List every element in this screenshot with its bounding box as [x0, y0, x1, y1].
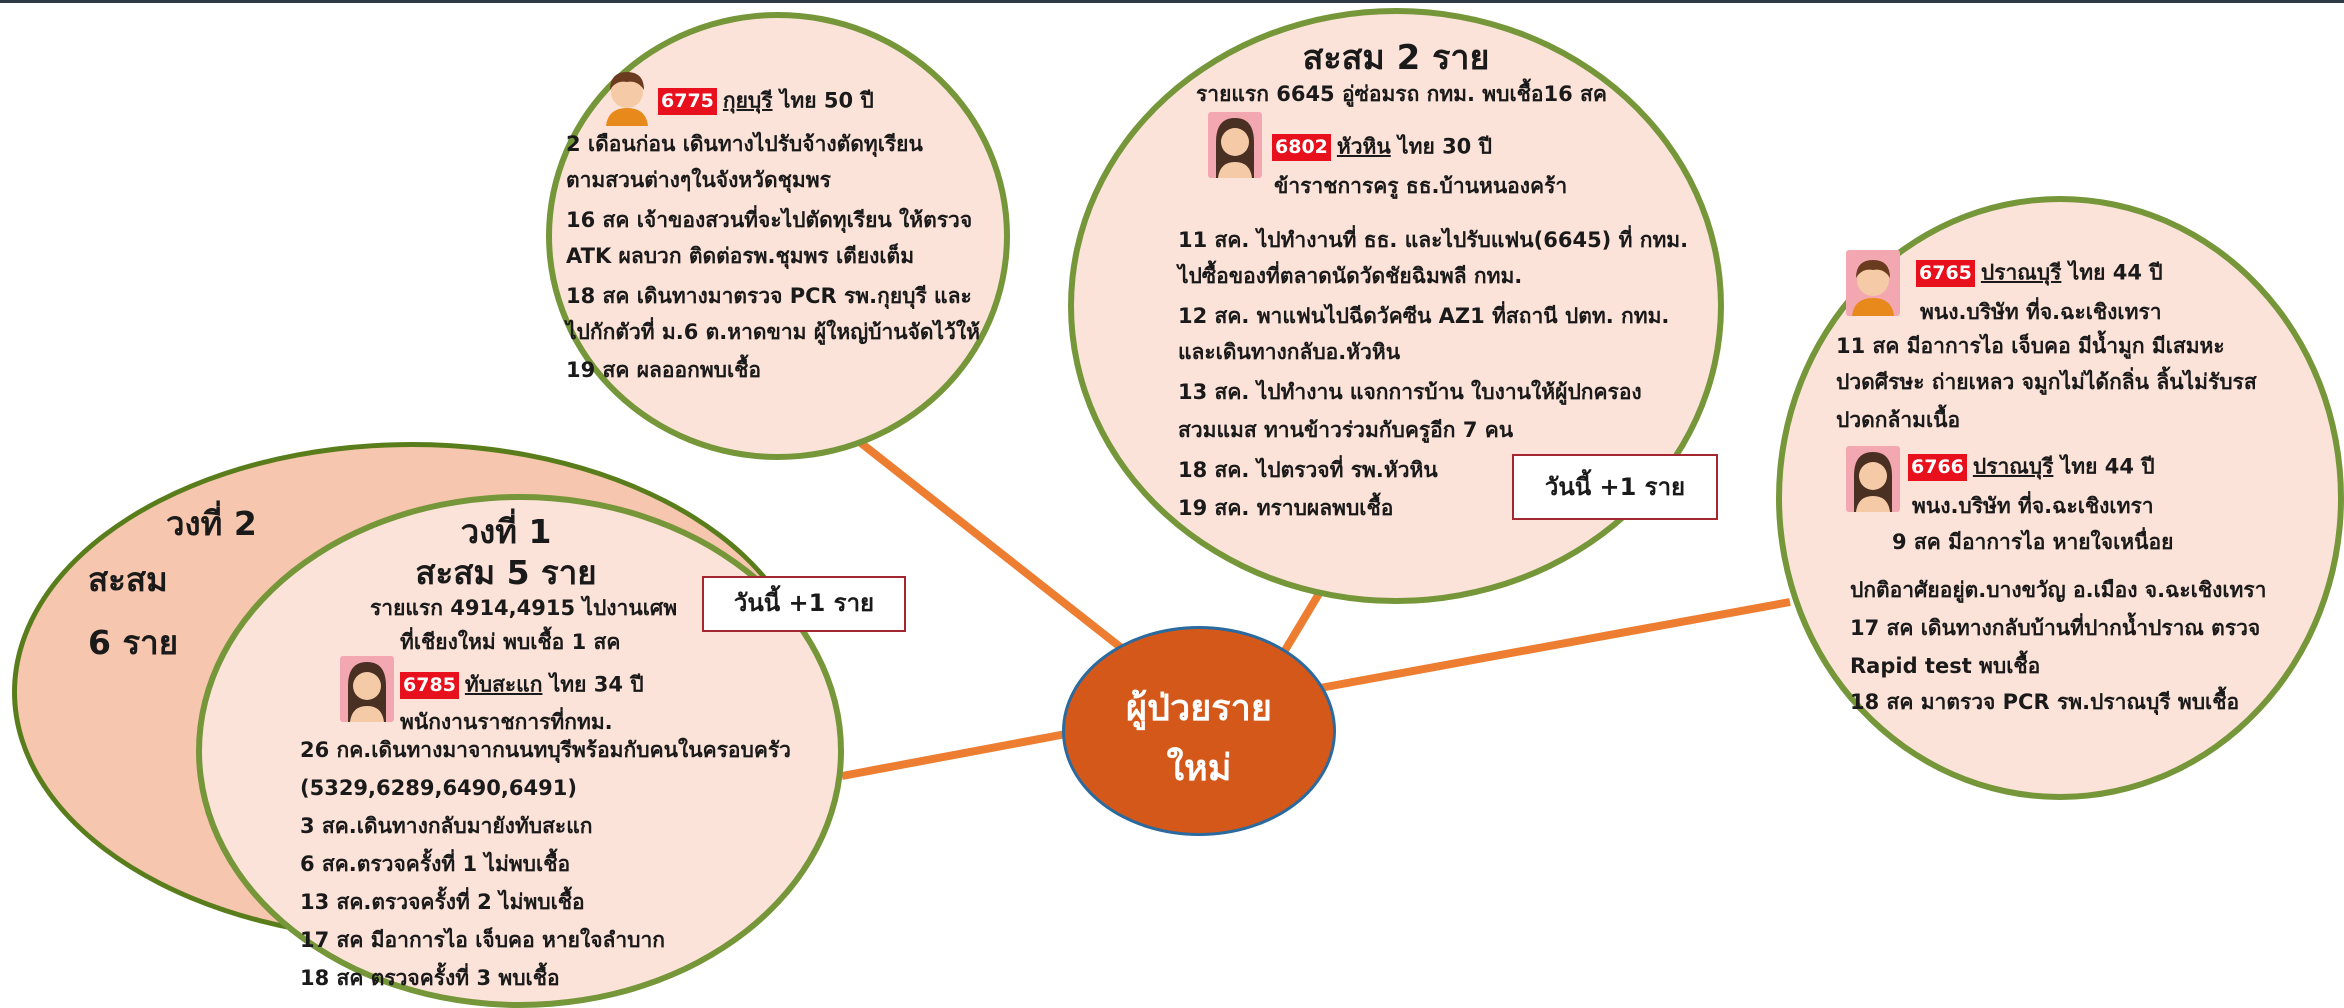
huahin-case-id: 6802 [1272, 134, 1331, 161]
ring1-first-case-line1: รายแรก 4914,4915 ไปงานเศพ [370, 596, 678, 620]
huahin-title: สะสม 2 ราย [1302, 38, 1490, 78]
ring1-subtitle: สะสม 5 ราย [415, 553, 597, 592]
huahin-line-4: 13 สค. ไปทำงาน แจกการบ้าน ใบงานให้ผู้ปกค… [1178, 380, 1642, 404]
huahin-line-1: ไปซื้อของที่ตลาดนัดวัดชัยฉิมพลี กทม. [1178, 264, 1523, 288]
pranburi-case1-line-2: ปวดกล้ามเนื้อ [1836, 408, 1961, 432]
ring1-timeline-4: 13 สค.ตรวจครั้งที่ 2 ไม่พบเชื้อ [300, 890, 585, 914]
pranburi-case2-line-2: 17 สค เดินทางกลับบ้านที่ปากน้ำปราณ ตรวจ [1850, 616, 2261, 640]
huahin-first-case: รายแรก 6645 อู่ซ่อมรถ กทม. พบเชื้อ16 สค [1196, 82, 1607, 106]
male-avatar-icon [1846, 250, 1900, 316]
female-avatar-icon [340, 656, 394, 722]
center-node-new-patients: ผู้ป่วยราย ใหม่ [1062, 626, 1336, 836]
kuiburi-line-2: 16 สค เจ้าของสวนที่จะไปตัดทุเรียน ให้ตรว… [566, 208, 973, 232]
ring1-timeline-6: 18 สค ตรวจครั้งที่ 3 พบเชื้อ [300, 966, 560, 990]
huahin-line-6: 18 สค. ไปตรวจที่ รพ.หัวหิน [1178, 458, 1438, 482]
huahin-line-7: 19 สค. ทราบผลพบเชื้อ [1178, 496, 1394, 520]
kuiburi-line-4: 18 สค เดินทางมาตรวจ PCR รพ.กุยบุรี และ [566, 284, 972, 308]
ring1-timeline-1: (5329,6289,6490,6491) [300, 776, 577, 800]
pranburi-case2-info: ไทย 44 ปี [2060, 454, 2155, 479]
pranburi-case1-job: พนง.บริษัท ที่จ.ฉะเชิงเทรา [1920, 300, 2162, 324]
ring1-case-info: ไทย 34 ปี [549, 672, 644, 697]
ring1-first-case-line2: ที่เชียงใหม่ พบเชื้อ 1 สค [400, 630, 621, 654]
kuiburi-case-info: ไทย 50 ปี [779, 88, 874, 113]
huahin-line-5: สวมแมส ทานข้าวร่วมกับครูอีก 7 คน [1178, 418, 1514, 442]
ring1-timeline-5: 17 สค มีอาการไอ เจ็บคอ หายใจลำบาก [300, 928, 666, 952]
pranburi-case1-name: ปราณบุรี [1980, 260, 2062, 285]
pranburi-case2-job: พนง.บริษัท ที่จ.ฉะเชิงเทรา [1912, 494, 2154, 518]
huahin-line-3: และเดินทางกลับอ.หัวหิน [1178, 340, 1401, 364]
pranburi-case2-line-1: ปกติอาศัยอยู่ต.บางขวัญ อ.เมือง จ.ฉะเชิงเ… [1850, 578, 2267, 602]
pranburi-case2-name: ปราณบุรี [1972, 454, 2054, 479]
female-avatar-icon [1208, 112, 1262, 178]
connector-huahin [1280, 589, 1324, 655]
kuiburi-line-0: 2 เดือนก่อน เดินทางไปรับจ้างตัดทุเรียน [566, 132, 923, 156]
ring2-title: วงที่ 2 [166, 504, 257, 543]
ring1-timeline-2: 3 สค.เดินทางกลับมายังทับสะแก [300, 814, 593, 838]
pranburi-case1-id: 6765 [1916, 260, 1975, 287]
center-label-line1: ผู้ป่วยราย [1126, 688, 1272, 729]
huahin-case-name: หัวหิน [1336, 134, 1391, 159]
huahin-line-0: 11 สค. ไปทำงานที่ ธธ. และไปรับแฟน(6645) … [1178, 228, 1689, 252]
ring2-accumulated-count: 6 ราย [88, 623, 179, 662]
pranburi-case2-line-3: Rapid test พบเชื้อ [1850, 654, 2041, 678]
huahin-case-job: ข้าราชการครู ธธ.บ้านหนองคร้า [1274, 174, 1568, 198]
pranburi-case2-line-0: 9 สค มีอาการไอ หายใจเหนื่อย [1892, 530, 2174, 554]
kuiburi-line-1: ตามสวนต่างๆในจังหวัดชุมพร [566, 168, 831, 192]
kuiburi-line-3: ATK ผลบวก ติดต่อรพ.ชุมพร เตียงเต็ม [566, 244, 915, 268]
kuiburi-case-name: กุยบุรี [722, 88, 773, 113]
huahin-line-2: 12 สค. พาแฟนไปฉีดวัคซีน AZ1 ที่สถานี ปตท… [1178, 304, 1670, 328]
center-label-line2: ใหม่ [1166, 748, 1232, 789]
ring1-case-job: พนักงานราชการที่กทม. [400, 710, 613, 734]
male-avatar-icon [600, 64, 654, 126]
ring1-timeline-3: 6 สค.ตรวจครั้งที่ 1 ไม่พบเชื้อ [300, 852, 571, 876]
connector-kuiburi [849, 432, 1127, 654]
connector-ring1 [841, 730, 1067, 780]
kuiburi-line-6: 19 สค ผลออกพบเชื้อ [566, 358, 762, 382]
connector-pranburi [1319, 598, 1791, 692]
ring1-title: วงที่ 1 [460, 512, 552, 551]
female-avatar-icon [1846, 446, 1900, 512]
huahin-today-callout: วันนี้ +1 ราย [1512, 454, 1718, 520]
pranburi-case1-line-0: 11 สค มีอาการไอ เจ็บคอ มีน้ำมูก มีเสมหะ [1836, 334, 2225, 358]
ring1-case-name: ทับสะแก [464, 672, 543, 697]
pranburi-case2-line-4: 18 สค มาตรวจ PCR รพ.ปราณบุรี พบเชื้อ [1850, 690, 2240, 714]
pranburi-case1-line-1: ปวดศีรษะ ถ่ายเหลว จมูกไม่ได้กลิ่น ลิ้นไม… [1836, 370, 2257, 394]
pranburi-case1-info: ไทย 44 ปี [2068, 260, 2163, 285]
huahin-case-info: ไทย 30 ปี [1398, 134, 1492, 159]
ring1-today-callout: วันนี้ +1 ราย [702, 576, 906, 632]
kuiburi-case-id: 6775 [658, 88, 717, 115]
ring2-accumulated-label: สะสม [88, 560, 168, 599]
ring1-timeline-0: 26 กค.เดินทางมาจากนนทบุรีพร้อมกับคนในครอ… [300, 738, 791, 762]
ring1-case-id: 6785 [400, 672, 459, 699]
pranburi-case2-id: 6766 [1908, 454, 1967, 481]
top-border [0, 0, 2344, 3]
kuiburi-line-5: ไปกักตัวที่ ม.6 ต.หาดขาม ผู้ใหญ่บ้านจัดไ… [566, 320, 981, 344]
